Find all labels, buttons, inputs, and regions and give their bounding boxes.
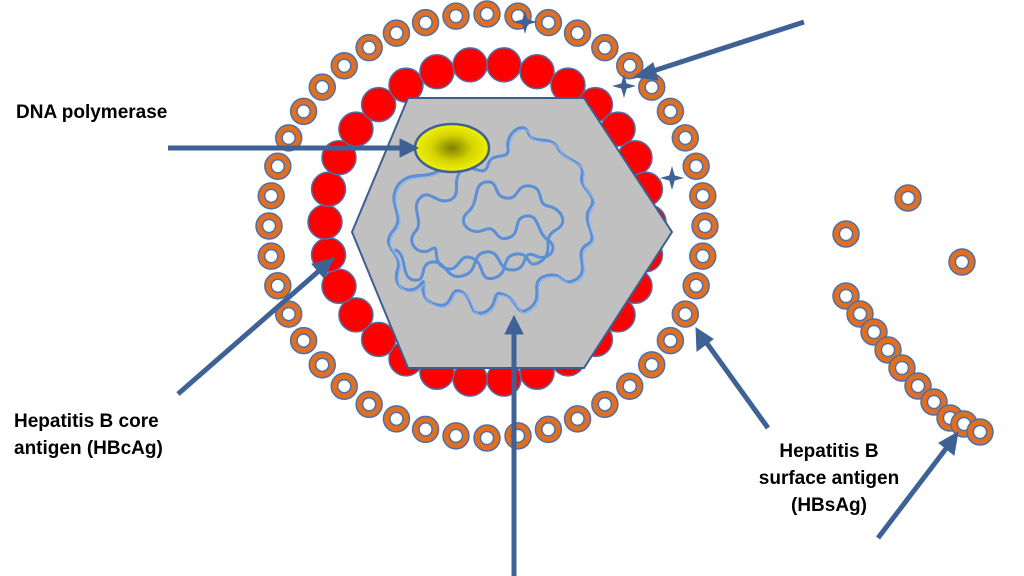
hbsag-ring <box>591 390 619 419</box>
hbsag-ring <box>308 73 336 101</box>
hbsag-ring <box>382 19 411 47</box>
hbsag-ring <box>671 124 700 152</box>
envelope-spike-arrow <box>649 19 805 75</box>
envelope-spike-arrowhead <box>632 62 659 81</box>
hbsag-ring <box>656 97 685 126</box>
hbsag-ring <box>274 124 303 152</box>
hbsag-ring <box>671 300 700 328</box>
free-hbsag-sphere <box>894 184 922 212</box>
surface-antigen-text-line2: surface antigen <box>758 468 900 489</box>
hbsag-ring <box>638 351 666 379</box>
hbsag-ring <box>289 97 318 126</box>
hbsag-ring <box>289 326 318 355</box>
hbcag-bead <box>486 47 522 83</box>
hbsag-ring <box>355 390 383 419</box>
hbcag-bead <box>419 53 455 90</box>
hbsag-ring <box>473 0 501 28</box>
hbsag-ring <box>308 351 336 379</box>
hbsag-ring <box>473 424 501 452</box>
free-particle-arrowhead <box>938 431 959 456</box>
surface-antigen-text-line1: Hepatitis B <box>779 441 879 462</box>
hbcag-bead <box>338 297 374 333</box>
core-antigen-text-line1: Hepatitis B core <box>14 411 159 432</box>
surface-antigen-text-line3: (HBsAg) <box>791 495 867 516</box>
hbsag-ring <box>355 33 383 62</box>
hbsag-ring <box>638 73 666 101</box>
outer-envelope-ring <box>255 0 719 452</box>
capsid-arrowhead <box>504 314 524 335</box>
hbsag-ring <box>689 242 717 270</box>
hbsag-ring <box>691 212 719 240</box>
hbsag-ring <box>255 212 283 240</box>
hbsag-ring <box>411 415 440 444</box>
hbsag-ring <box>616 372 644 400</box>
core-antigen-arrowhead <box>311 257 335 279</box>
surface-antigen-arrow <box>703 340 771 430</box>
hbsag-ring <box>682 152 710 181</box>
dna-strand-inner <box>389 129 596 316</box>
hbsag-ring <box>442 2 470 30</box>
hbsag-ring <box>689 182 717 210</box>
surface-antigen-arrowhead <box>695 327 714 352</box>
hbsag-ring <box>330 52 358 80</box>
hbsag-ring <box>616 52 644 80</box>
hbsag-ring <box>411 8 440 37</box>
core-antigen-label: Hepatitis B core antigen (HBcAg) <box>14 408 163 462</box>
dna-polymerase-label: DNA polymerase <box>16 99 167 126</box>
hbsag-ring <box>382 405 411 433</box>
hbsag-ring <box>274 300 303 328</box>
hbsag-ring <box>563 405 592 433</box>
hbsag-ring <box>442 422 470 450</box>
free-particle-arrow <box>876 444 950 540</box>
hbsag-ring <box>534 8 563 37</box>
hbsag-ring <box>257 242 285 270</box>
hbcag-bead <box>452 47 488 83</box>
arrows <box>168 19 959 576</box>
spike-icon <box>513 10 537 34</box>
dna-polymerase-text: DNA polymerase <box>16 102 168 123</box>
hbcag-bead <box>310 171 347 207</box>
dna-polymerase-arrowhead <box>399 138 420 158</box>
free-hbsag-sphere <box>948 248 976 276</box>
hbsag-ring <box>264 152 292 181</box>
spike-icon <box>612 74 636 98</box>
hbsag-ring <box>504 422 532 450</box>
hbsag-ring <box>264 271 292 300</box>
hbsag-ring <box>591 33 619 62</box>
hbsag-ring <box>330 372 358 400</box>
envelope-spikes <box>513 10 684 190</box>
hbsag-ring <box>563 19 592 47</box>
hbsag-filament-ring <box>846 300 874 328</box>
hbsag-filament-ring <box>920 388 948 416</box>
dna-strand <box>386 126 594 315</box>
hbcag-bead <box>519 53 555 90</box>
hbsag-ring <box>682 271 710 300</box>
hbsag-ring <box>257 182 285 210</box>
dna-polymerase-ellipse <box>413 122 491 174</box>
spike-icon <box>660 166 684 190</box>
core-antigen-arrow <box>176 268 322 396</box>
hbsag-filament-ring <box>888 354 916 382</box>
free-hbsag-sphere <box>832 220 860 248</box>
hbcag-bead <box>321 268 357 305</box>
core-antigen-text-line2: antigen (HBcAg) <box>14 438 163 459</box>
surface-antigen-label: Hepatitis B surface antigen (HBsAg) <box>744 438 914 519</box>
hbcag-bead <box>360 86 397 123</box>
hbcag-bead <box>307 204 343 240</box>
free-hbsag-particles <box>832 184 994 446</box>
hbsag-filament-ring <box>966 418 994 446</box>
hbsag-ring <box>534 415 563 444</box>
hbsag-ring <box>656 326 685 355</box>
